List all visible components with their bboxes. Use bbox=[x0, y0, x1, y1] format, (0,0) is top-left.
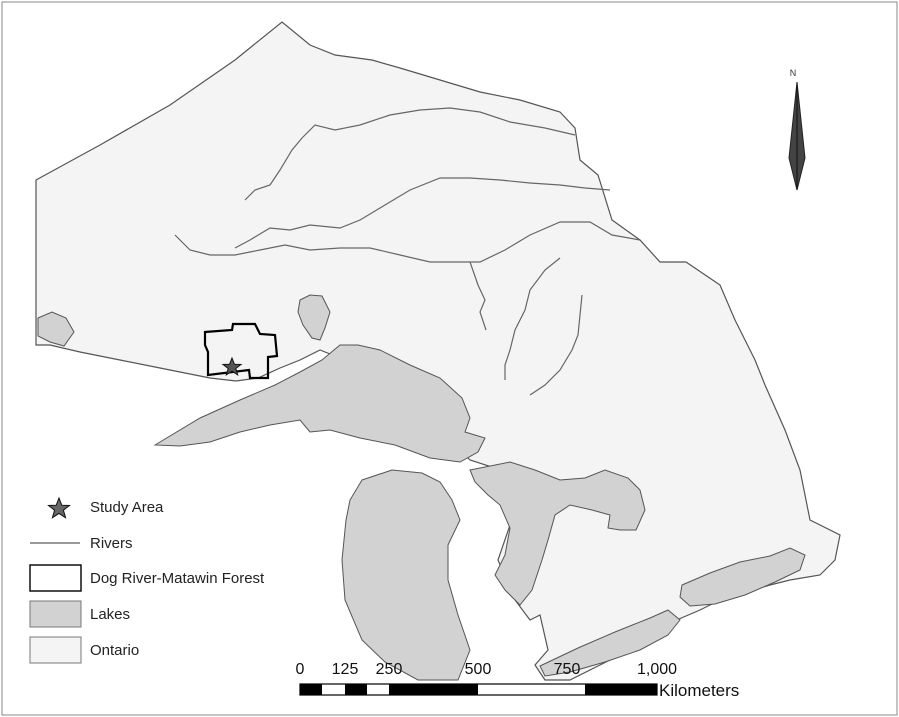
lake-erie bbox=[539, 609, 681, 677]
north-label: N bbox=[790, 68, 797, 78]
river-1 bbox=[244, 107, 576, 201]
scale-unit-label: Kilometers bbox=[659, 681, 739, 700]
lake-superior bbox=[153, 344, 486, 463]
lake-ontario bbox=[679, 547, 806, 607]
scale-tick-750: 750 bbox=[554, 661, 581, 678]
scale-tick-125: 125 bbox=[332, 661, 359, 678]
legend-star-icon bbox=[47, 496, 71, 519]
legend-lakes-box bbox=[29, 600, 82, 628]
river-3 bbox=[174, 221, 641, 263]
scale-tick-500: 500 bbox=[465, 661, 492, 678]
scale-tick-1000: 1,000 bbox=[637, 661, 677, 678]
dog-river-matawin-forest bbox=[203, 322, 279, 380]
legend: Study Area Rivers Dog River-Matawin Fore… bbox=[29, 496, 265, 664]
legend-ontario-box bbox=[29, 636, 82, 664]
legend-label-forest: Dog River-Matawin Forest bbox=[90, 570, 265, 587]
scale-tick-250: 250 bbox=[376, 661, 403, 678]
legend-label-ontario: Ontario bbox=[90, 642, 139, 659]
rivers bbox=[174, 107, 641, 396]
scale-seg-2 bbox=[345, 684, 367, 695]
river-5 bbox=[504, 257, 561, 380]
river-4 bbox=[469, 261, 487, 331]
lake-michigan bbox=[341, 469, 471, 681]
lake-huron bbox=[469, 461, 646, 606]
scale-seg-1 bbox=[300, 684, 322, 695]
river-6 bbox=[529, 294, 583, 396]
legend-forest-box bbox=[29, 564, 82, 592]
study-area-star-map bbox=[221, 356, 243, 377]
lake-of-the-woods bbox=[37, 311, 75, 347]
legend-label-rivers: Rivers bbox=[90, 535, 133, 552]
legend-label-study-area: Study Area bbox=[90, 499, 164, 516]
scale-seg-3 bbox=[389, 684, 478, 695]
river-2 bbox=[234, 177, 611, 249]
scale-seg-4 bbox=[585, 684, 657, 695]
scale-tick-0: 0 bbox=[296, 661, 305, 678]
north-arrow: N bbox=[788, 68, 806, 191]
legend-label-lakes: Lakes bbox=[90, 606, 130, 623]
lake-nipigon bbox=[297, 294, 331, 341]
scale-bar: 0 125 250 500 750 1,000 Kilometers bbox=[296, 661, 740, 700]
